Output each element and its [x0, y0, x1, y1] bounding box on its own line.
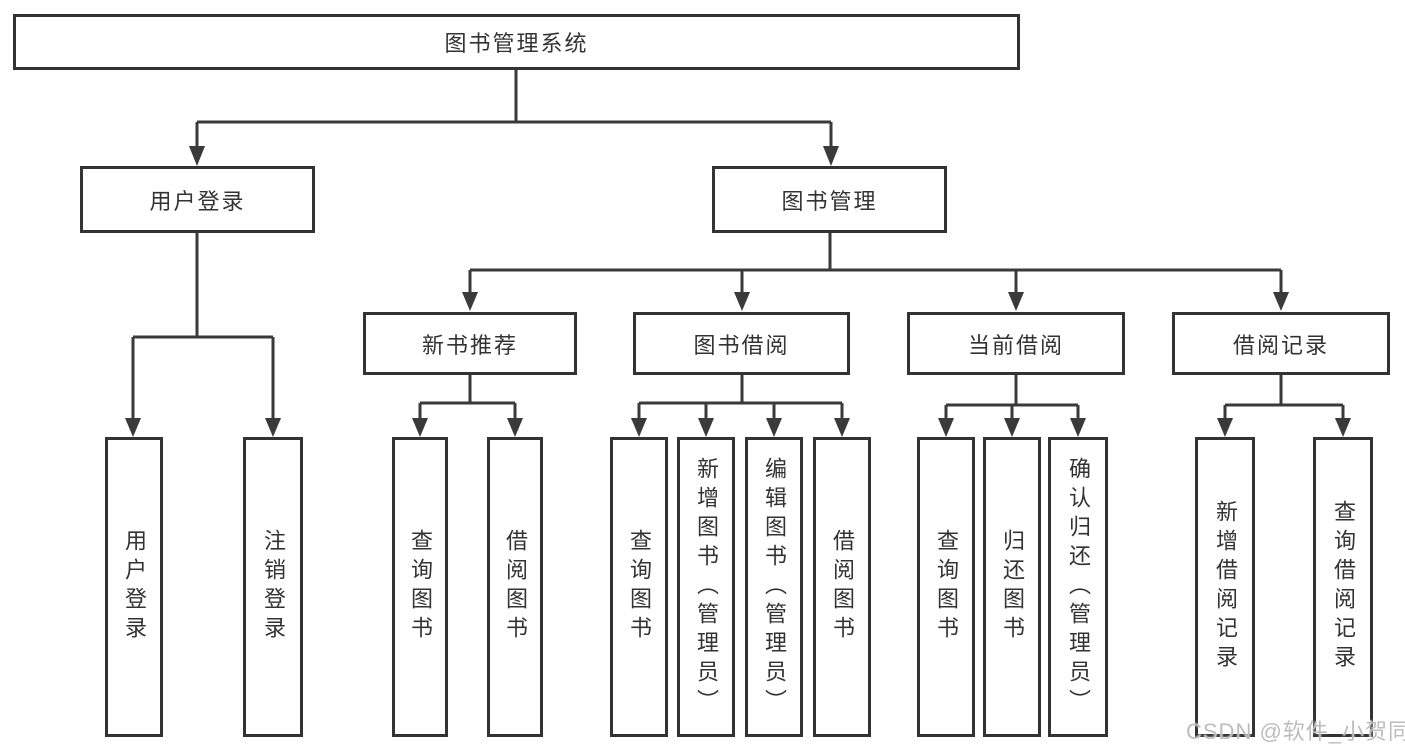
- leaf-recommend-borrow-books-label: 借阅图书: [503, 529, 528, 645]
- leaf-borrowing-edit-books-admin: 编辑图书（管理员）: [745, 437, 803, 737]
- leaf-recommend-borrow-books: 借阅图书: [487, 437, 543, 737]
- node-new-book-recommendation: 新书推荐: [363, 312, 577, 375]
- leaf-records-query-borrow-record-label: 查询借阅记录: [1331, 500, 1356, 674]
- node-book-management-system: 图书管理系统: [13, 14, 1020, 70]
- leaf-current-return-books-label: 归还图书: [1000, 529, 1025, 645]
- csdn-watermark: CSDN @软件_小贺同学: [1186, 719, 1405, 744]
- leaf-current-return-books: 归还图书: [983, 437, 1041, 737]
- node-current-borrowing: 当前借阅: [907, 312, 1125, 375]
- leaf-current-query-books-label: 查询图书: [934, 529, 959, 645]
- node-user-login: 用户登录: [80, 166, 315, 233]
- leaf-recommend-query-books: 查询图书: [392, 437, 448, 737]
- leaf-borrowing-query-books-label: 查询图书: [627, 529, 652, 645]
- leaf-borrowing-add-books-admin: 新增图书（管理员）: [677, 437, 735, 737]
- leaf-logout: 注销登录: [243, 437, 303, 737]
- arrowheads: [125, 146, 1351, 437]
- leaf-user-login: 用户登录: [105, 437, 163, 737]
- connector-paths: [131, 70, 1345, 419]
- leaf-borrowing-borrow-books-label: 借阅图书: [830, 529, 855, 645]
- leaf-recommend-query-books-label: 查询图书: [408, 529, 433, 645]
- node-borrowing-records: 借阅记录: [1172, 312, 1390, 375]
- node-book-borrowing: 图书借阅: [633, 312, 850, 375]
- leaf-current-confirm-return-admin-label: 确认归还（管理员）: [1066, 456, 1091, 718]
- leaf-borrowing-edit-books-admin-label: 编辑图书（管理员）: [762, 456, 787, 718]
- node-book-management: 图书管理: [712, 166, 947, 233]
- leaf-user-login-label: 用户登录: [122, 529, 147, 645]
- leaf-current-query-books: 查询图书: [917, 437, 975, 737]
- leaf-records-add-borrow-record-label: 新增借阅记录: [1213, 500, 1238, 674]
- leaf-current-confirm-return-admin: 确认归还（管理员）: [1048, 437, 1108, 737]
- leaf-borrowing-borrow-books: 借阅图书: [813, 437, 871, 737]
- leaf-records-query-borrow-record: 查询借阅记录: [1313, 437, 1373, 737]
- leaf-borrowing-query-books: 查询图书: [610, 437, 668, 737]
- leaf-records-add-borrow-record: 新增借阅记录: [1195, 437, 1255, 737]
- leaf-logout-label: 注销登录: [261, 529, 286, 645]
- leaf-borrowing-add-books-admin-label: 新增图书（管理员）: [694, 456, 719, 718]
